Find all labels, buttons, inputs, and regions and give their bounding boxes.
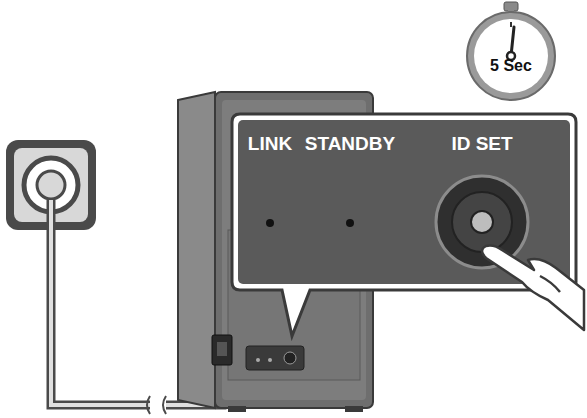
panel-label: LINK xyxy=(248,134,292,155)
callout-panel: LINK STANDBY ID SET xyxy=(232,114,576,290)
hand xyxy=(482,246,584,331)
stopwatch-face: 5 Sec xyxy=(467,12,555,100)
callout-bubble xyxy=(232,114,576,336)
time-label: 5 Sec xyxy=(490,57,532,75)
panel-label: ID SET xyxy=(451,134,512,155)
stopwatch xyxy=(467,2,555,100)
panel-label: STANDBY xyxy=(305,134,395,155)
